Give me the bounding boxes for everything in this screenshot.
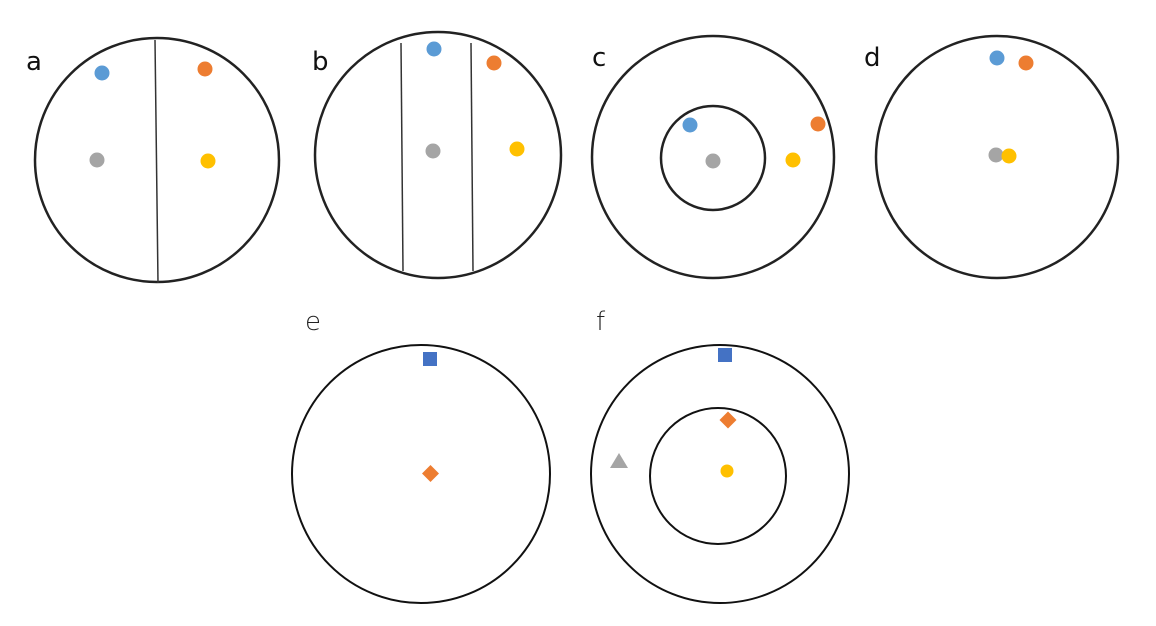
orange-diamond-f — [719, 411, 737, 429]
outer-circle-e — [291, 344, 551, 604]
yellow-circle-f — [720, 464, 734, 478]
yellow-dot-a — [200, 153, 216, 169]
outer-circle-d — [874, 34, 1120, 280]
gray-dot-b — [425, 143, 441, 159]
blue-dot-d — [989, 50, 1005, 66]
orange-dot-d — [1018, 55, 1034, 71]
panel-label-e: e — [305, 307, 321, 337]
panel-label-d: d — [864, 43, 881, 73]
panel-b: b — [312, 30, 563, 280]
inner-circle-c — [659, 104, 767, 212]
outer-circle-a — [33, 36, 281, 284]
gray-dot-a — [89, 152, 105, 168]
orange-dot-a — [197, 61, 213, 77]
outer-circle-c — [590, 34, 836, 280]
gray-dot-c — [705, 153, 721, 169]
panel-a: a — [26, 36, 281, 284]
orange-dot-c — [810, 116, 826, 132]
outer-circle-f — [590, 344, 850, 604]
panel-d: d — [864, 34, 1120, 280]
panel-label-b: b — [312, 47, 329, 77]
panel-label-a: a — [26, 47, 42, 77]
yellow-dot-b — [509, 141, 525, 157]
panel-e: e — [291, 307, 551, 604]
panel-label-c: c — [592, 43, 606, 73]
outer-circle-b — [313, 30, 563, 280]
gray-triangle-f — [610, 453, 628, 468]
blue-dot-c — [682, 117, 698, 133]
panel-f: f — [590, 307, 850, 604]
blue-dot-b — [426, 41, 442, 57]
inner-circle-f — [649, 407, 787, 545]
gray-dot-d — [988, 147, 1004, 163]
orange-dot-b — [486, 55, 502, 71]
divider-line-left-b — [400, 42, 404, 272]
yellow-dot-d — [1001, 148, 1017, 164]
blue-square-f — [718, 348, 732, 362]
orange-diamond-e — [422, 465, 439, 482]
panel-label-f: f — [596, 307, 606, 337]
divider-line-a — [154, 39, 159, 284]
blue-dot-a — [94, 65, 110, 81]
blue-square-e — [423, 352, 437, 366]
yellow-dot-c — [785, 152, 801, 168]
divider-line-right-b — [470, 42, 474, 272]
panel-c: c — [590, 34, 836, 280]
